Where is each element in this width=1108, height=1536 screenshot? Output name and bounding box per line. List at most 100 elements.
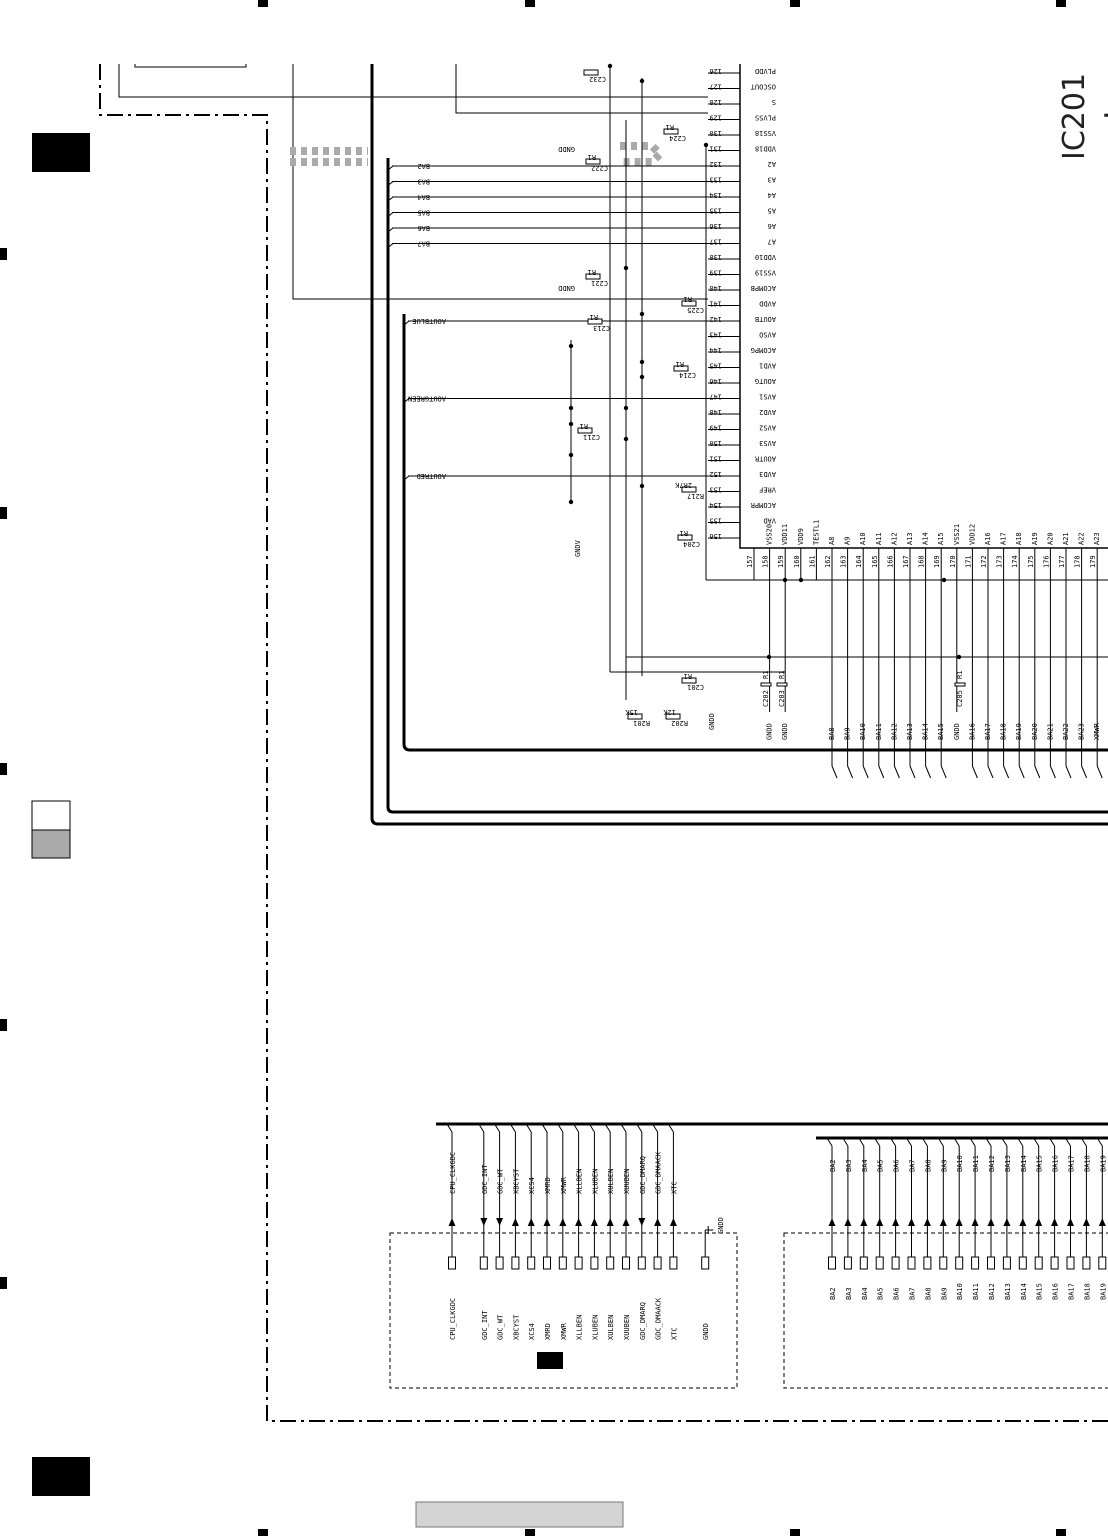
bus-entry	[925, 765, 932, 779]
junction-dot	[568, 421, 574, 427]
connector-tag	[537, 1352, 563, 1369]
connector-pin	[1034, 1256, 1043, 1270]
ic-pin-name: A7	[768, 238, 776, 246]
ic-pin-number: 128	[709, 98, 722, 106]
bus-entry	[541, 1123, 548, 1133]
connector-pin	[622, 1256, 630, 1270]
connector-box-address	[783, 1232, 1108, 1389]
signal-label: BA11	[972, 1155, 980, 1172]
component-value: R1	[588, 153, 596, 161]
ic-pin-name: VDD9	[797, 528, 805, 545]
signal-direction-arrow	[1098, 1218, 1106, 1226]
junction-dot	[703, 142, 709, 148]
ic-pin-number: 150	[709, 439, 722, 447]
connector-pin-label: BA4	[861, 1287, 869, 1300]
connector-left-pins: CPU_CLKGDCCPU_CLKGDCGDC_INTGDC_INTGDC_WT…	[446, 1123, 725, 1340]
net-label: AOUTBLUE	[412, 317, 446, 325]
signal-direction-arrow	[987, 1218, 995, 1226]
component-value: 12K	[663, 708, 676, 716]
connector-box-control	[389, 1232, 738, 1389]
side-register-mark	[0, 248, 7, 260]
ic-pin-name: A6	[768, 222, 776, 230]
connector-pin	[955, 1256, 964, 1270]
junction-dot	[568, 405, 574, 411]
signal-label: BA9	[940, 1159, 948, 1172]
bus-entry	[847, 765, 854, 779]
ic-pin-number: 178	[1074, 555, 1082, 568]
ic-body-outline	[739, 64, 1108, 549]
connector-pin	[543, 1256, 551, 1270]
ic-pin-number: 165	[871, 555, 879, 568]
connector-pin	[971, 1256, 980, 1270]
connector-pin	[923, 1256, 932, 1270]
ic-pin-name: A10	[859, 532, 867, 545]
ic-pin-name: A17	[1000, 532, 1008, 545]
net-label: BA2	[417, 162, 430, 170]
bus-entry	[387, 243, 394, 248]
ic-pin-number: 179	[1089, 555, 1097, 568]
component-symbol	[585, 158, 601, 165]
ic-pin-number: 152	[709, 470, 722, 478]
bus-entry	[921, 1137, 928, 1147]
junction-dot	[639, 374, 645, 380]
connector-pin-label: BA11	[972, 1283, 980, 1300]
net-label: AOUTRED	[416, 472, 446, 480]
bus-entry	[1018, 765, 1025, 779]
ic-pin-name: VDD12	[968, 524, 976, 545]
signal-label: XMWR	[560, 1176, 568, 1194]
ic-pin-number: 126	[709, 67, 722, 75]
signal-direction-arrow	[511, 1218, 519, 1226]
bus-entry	[1096, 1137, 1103, 1147]
component-ref: C232	[589, 75, 606, 83]
bus-entry	[636, 1123, 643, 1133]
bus-entry	[971, 765, 978, 779]
bus-entry	[478, 1123, 485, 1133]
component-ref: R201	[633, 719, 650, 727]
net-label: BA3	[417, 178, 430, 186]
net-label: BA15	[937, 723, 945, 740]
side-register-mark	[0, 1019, 7, 1031]
connector-pin	[511, 1256, 520, 1270]
signal-label: XTC	[670, 1181, 678, 1194]
ic-pin-name: AVS2	[759, 424, 776, 432]
ic-pin-number: 170	[949, 555, 957, 568]
board-outline	[99, 64, 1108, 1422]
signal-label: BA13	[1004, 1155, 1012, 1172]
bus-entry	[1001, 1137, 1008, 1147]
connector-pin-label: BA17	[1068, 1283, 1076, 1300]
ic-pin-name: AVSO	[759, 331, 776, 339]
ic-pin-name: AVS3	[759, 439, 776, 447]
bus-entry	[588, 1123, 595, 1133]
bus-entry	[842, 1137, 849, 1147]
connector-pin-label: XMWR	[560, 1322, 568, 1340]
connector-pin-label: XMRD	[544, 1323, 552, 1340]
ic-pin-name: AVD1	[759, 362, 776, 370]
bus-entry	[987, 765, 994, 779]
signal-direction-arrow	[939, 1218, 947, 1226]
ic-pin-number: 164	[855, 555, 863, 568]
ic-pin-name: A12	[890, 532, 898, 545]
ic-pin-number: 174	[1011, 555, 1019, 568]
oscout-net	[118, 64, 708, 98]
ic-pin-number: 176	[1042, 555, 1050, 568]
component-symbol	[663, 128, 679, 135]
connector-pin-label: GDC_INT	[481, 1310, 489, 1340]
capacitor-symbol	[776, 682, 788, 687]
net-label: BA20	[1031, 723, 1039, 740]
connector-pin-label: BA16	[1052, 1283, 1060, 1300]
ic-pin-number: 142	[709, 315, 722, 323]
ic-pin-number: 137	[709, 238, 722, 246]
bus-entry	[1081, 765, 1088, 779]
connector-pin	[527, 1256, 536, 1270]
component-value: R1	[778, 671, 786, 679]
junction-dot	[623, 436, 629, 442]
ic-pin-number: 130	[709, 129, 722, 137]
ic-pin-number: 162	[824, 555, 832, 568]
net-label: AOUTGREEN	[408, 395, 446, 403]
junction-dot	[639, 359, 645, 365]
ground-label: GNDD	[558, 145, 575, 153]
component-ref: C204	[683, 540, 700, 548]
connector-pin-label: BA9	[940, 1287, 948, 1300]
